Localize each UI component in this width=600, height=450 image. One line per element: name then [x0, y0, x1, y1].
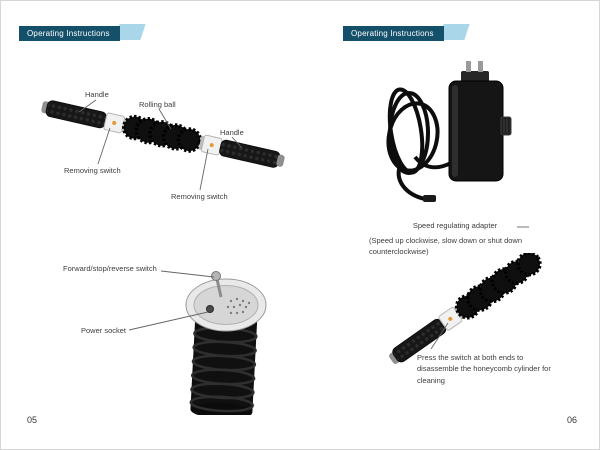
page-title: Operating Instructions — [343, 26, 444, 41]
rolling-balls — [121, 114, 202, 153]
label-handle-left: Handle — [85, 90, 109, 99]
cable-jack — [423, 195, 436, 202]
label-fsr-switch: Forward/stop/reverse switch — [63, 264, 157, 273]
adapter-body — [448, 61, 512, 182]
plug-prong — [478, 61, 483, 72]
label-power-socket: Power socket — [81, 326, 127, 335]
note-cleaning: Press the switch at both ends to disasse… — [417, 353, 551, 385]
end-cap — [389, 352, 400, 364]
power-socket-hole — [206, 305, 214, 313]
toggle-switch-stem — [215, 278, 223, 298]
power-adapter-illustration — [386, 61, 512, 202]
cylinder-end-illustration — [185, 271, 267, 415]
page-number-left: 05 — [27, 415, 38, 425]
ring — [198, 135, 205, 150]
speed-knob — [500, 116, 512, 136]
handle-right — [219, 139, 281, 168]
label-removing-switch-right: Removing switch — [171, 192, 228, 201]
page-number-right: 06 — [567, 415, 578, 425]
switch-button — [448, 316, 453, 321]
metal-cap-inner — [193, 285, 259, 325]
plug-prong — [466, 61, 471, 72]
vent-holes — [226, 297, 251, 315]
rolling-balls — [454, 253, 542, 320]
label-rolling-ball: Rolling ball — [139, 100, 176, 109]
note-speed-adapter: (Speed up clockwise, slow down or shut d… — [369, 236, 522, 257]
label-speed-adapter: Speed regulating adapter — [412, 221, 498, 230]
end-cap — [276, 154, 285, 167]
label-removing-switch-left: Removing switch — [64, 166, 121, 175]
label-handle-right: Handle — [220, 128, 244, 137]
switch-button — [209, 143, 214, 148]
page-title: Operating Instructions — [19, 26, 120, 41]
honeycomb-cylinder-body — [189, 317, 258, 415]
adapter-cable — [386, 87, 452, 202]
toggle-switch-knob — [211, 271, 221, 281]
handle-left — [45, 100, 107, 129]
switch-button — [112, 120, 117, 125]
